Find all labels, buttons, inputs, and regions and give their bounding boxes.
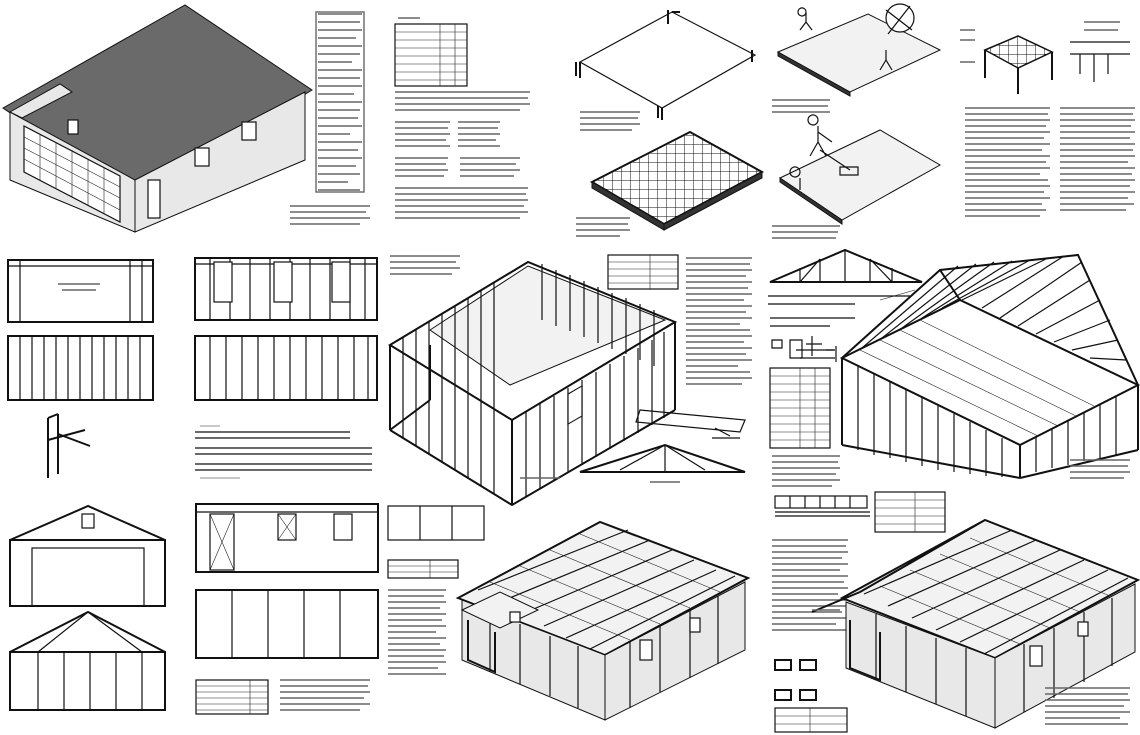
roof-framing-3d — [839, 253, 1140, 479]
materials-tables — [394, 17, 530, 219]
wall-framing-elevations — [7, 257, 378, 479]
wall-notes — [579, 254, 752, 483]
foundation-corners — [575, 10, 757, 131]
roof-sheathing-3d — [387, 505, 751, 721]
footing-detail — [960, 21, 1135, 217]
wall-framing-3d — [388, 255, 678, 507]
roof-shingled-3d — [772, 491, 1140, 733]
slab-pour — [772, 3, 942, 239]
floor-grid — [576, 130, 765, 237]
truss-diagrams — [768, 248, 923, 487]
garage-rendering — [2, 4, 370, 233]
garage-door — [23, 125, 121, 223]
gable-elevations — [9, 503, 379, 715]
